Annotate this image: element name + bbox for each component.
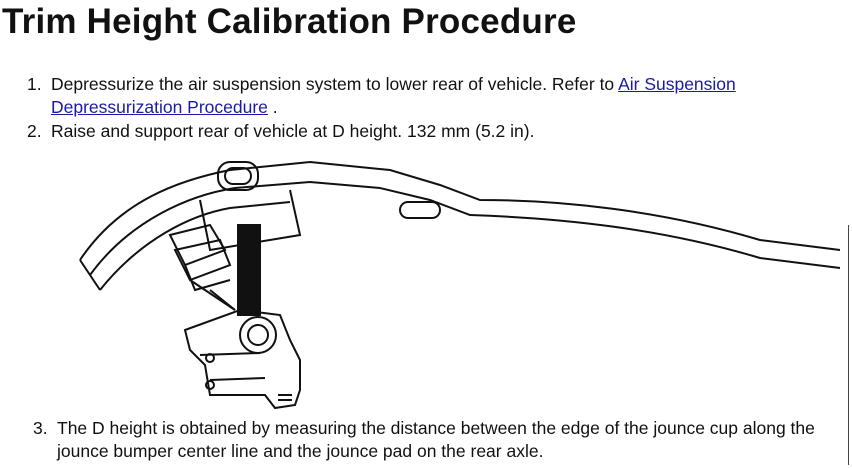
air-suspension-depressurization-link[interactable]: Air Suspension Depressurization Procedur…	[51, 74, 736, 117]
step-number: 2.	[27, 121, 42, 141]
right-border-line	[848, 225, 849, 465]
jounce-bumper-measure	[237, 224, 261, 316]
step-number: 3.	[33, 418, 48, 438]
step-2: 2. Raise and support rear of vehicle at …	[27, 120, 535, 143]
frame-rail	[79, 160, 841, 261]
step-number: 1.	[27, 74, 42, 94]
step-text: Depressurize the air suspension system t…	[51, 74, 619, 94]
d-height-diagram	[79, 160, 841, 410]
step-text: The D height is obtained by measuring th…	[57, 418, 815, 461]
step-3: 3. The D height is obtained by measuring…	[33, 417, 852, 463]
step-text: Raise and support rear of vehicle at D h…	[51, 121, 535, 141]
page-title: Trim Height Calibration Procedure	[2, 2, 577, 41]
step-1: 1. Depressurize the air suspension syste…	[27, 73, 851, 119]
step-text-end: .	[267, 97, 278, 117]
